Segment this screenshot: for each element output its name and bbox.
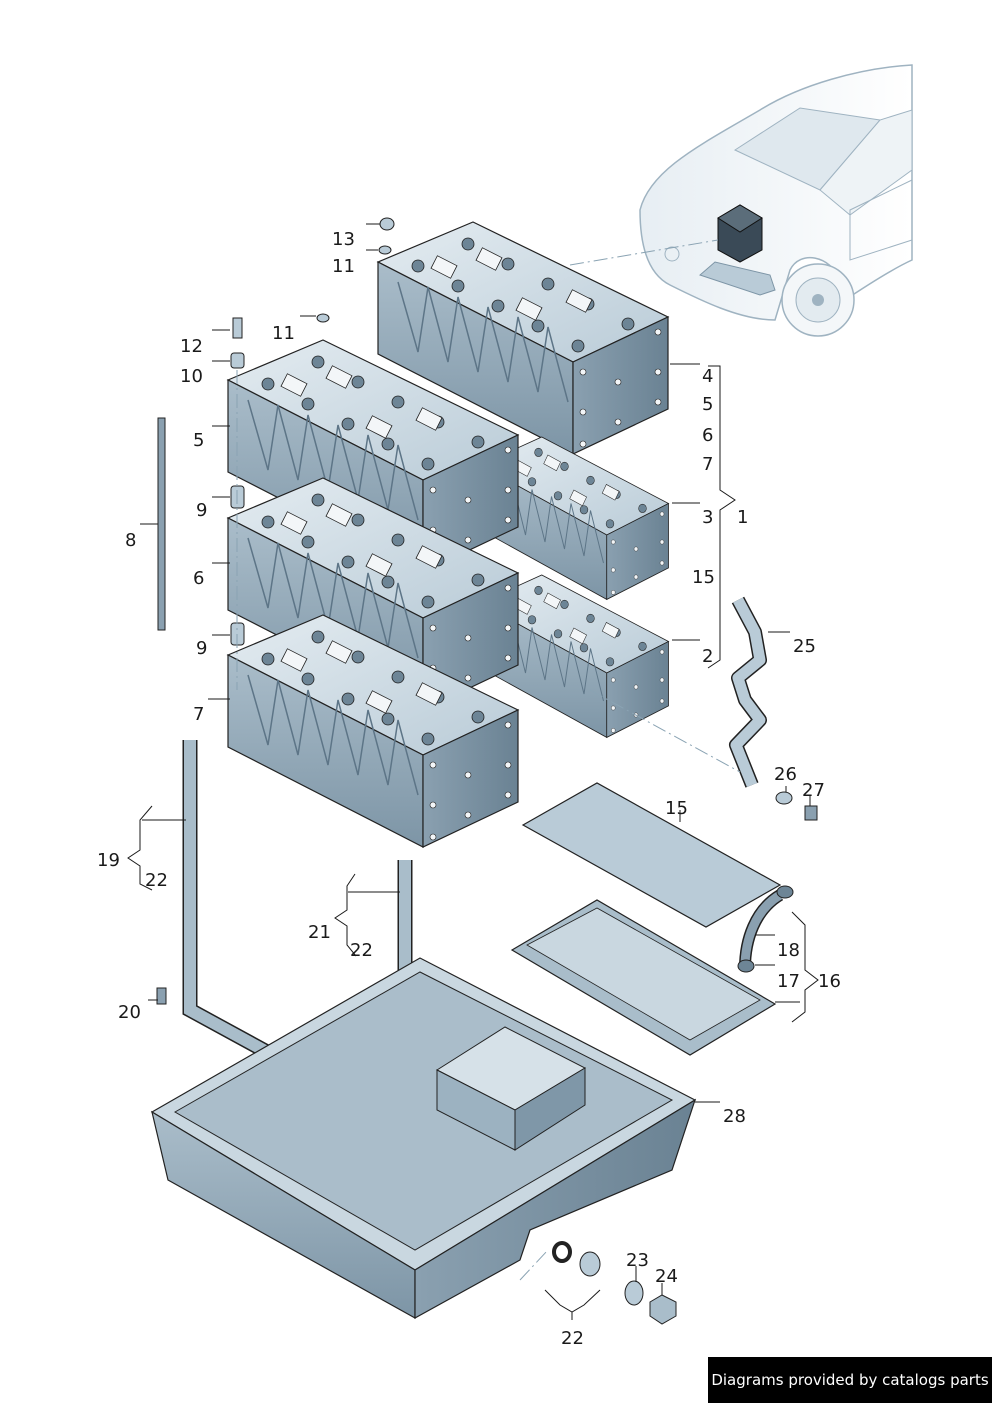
bolt-12 bbox=[232, 317, 243, 339]
spacer-10 bbox=[230, 352, 245, 369]
pad-15 bbox=[521, 782, 782, 928]
dash-line-car bbox=[569, 239, 719, 266]
nut-24 bbox=[649, 1294, 677, 1325]
label-5-module: 5 bbox=[193, 430, 204, 451]
label-2: 2 bbox=[702, 646, 713, 667]
label-6-module: 6 bbox=[193, 568, 204, 589]
label-8: 8 bbox=[125, 530, 136, 551]
label-7-module: 7 bbox=[193, 704, 204, 725]
label-25: 25 bbox=[793, 636, 816, 657]
label-24: 24 bbox=[655, 1266, 678, 1287]
label-9-lower: 9 bbox=[196, 638, 207, 659]
clamp-17b bbox=[776, 885, 794, 899]
label-23: 23 bbox=[626, 1250, 649, 1271]
bolt-20 bbox=[156, 987, 167, 1005]
label-20: 20 bbox=[118, 1002, 141, 1023]
label-27: 27 bbox=[802, 780, 825, 801]
battery-tray-28 bbox=[150, 957, 697, 1320]
label-12: 12 bbox=[180, 336, 203, 357]
label-4: 4 bbox=[702, 366, 713, 387]
label-6-set: 6 bbox=[702, 425, 713, 446]
label-11-upper: 11 bbox=[332, 256, 355, 277]
label-9-upper: 9 bbox=[196, 500, 207, 521]
dash-line-bottom bbox=[519, 1249, 549, 1281]
label-10: 10 bbox=[180, 366, 203, 387]
leader-lines bbox=[127, 223, 819, 1320]
label-26: 26 bbox=[774, 764, 797, 785]
label-22-pipe19: 22 bbox=[145, 870, 168, 891]
label-21: 21 bbox=[308, 922, 331, 943]
washer-11-lower bbox=[316, 313, 330, 323]
washer-23 bbox=[624, 1280, 644, 1306]
clamp-17 bbox=[737, 959, 755, 973]
label-16: 16 bbox=[818, 971, 841, 992]
washer-22 bbox=[579, 1251, 601, 1277]
washer-11-upper bbox=[378, 245, 392, 255]
label-22-pipe21: 22 bbox=[350, 940, 373, 961]
label-3: 3 bbox=[702, 507, 713, 528]
label-15-pad: 15 bbox=[665, 798, 688, 819]
label-15-set: 15 bbox=[692, 567, 715, 588]
label-17: 17 bbox=[777, 971, 800, 992]
credit-banner: Diagrams provided by catalogs parts bbox=[708, 1357, 992, 1403]
label-11-lower: 11 bbox=[272, 323, 295, 344]
stud-8 bbox=[157, 417, 166, 631]
label-1: 1 bbox=[737, 507, 748, 528]
vehicle-illustration bbox=[639, 64, 913, 337]
label-19: 19 bbox=[97, 850, 120, 871]
bolt-27 bbox=[804, 805, 818, 821]
seal-22 bbox=[552, 1241, 572, 1263]
nut-13 bbox=[379, 217, 395, 231]
label-5-set: 5 bbox=[702, 394, 713, 415]
part-labels: 13 11 11 12 10 5 9 8 6 9 7 4 5 6 7 3 1 1… bbox=[97, 229, 841, 1349]
label-18: 18 bbox=[777, 940, 800, 961]
dash-line-bracket bbox=[589, 689, 741, 773]
label-22-bottom: 22 bbox=[561, 1328, 584, 1349]
label-7-set: 7 bbox=[702, 454, 713, 475]
washer-26 bbox=[775, 791, 793, 805]
label-28: 28 bbox=[723, 1106, 746, 1127]
label-13: 13 bbox=[332, 229, 355, 250]
